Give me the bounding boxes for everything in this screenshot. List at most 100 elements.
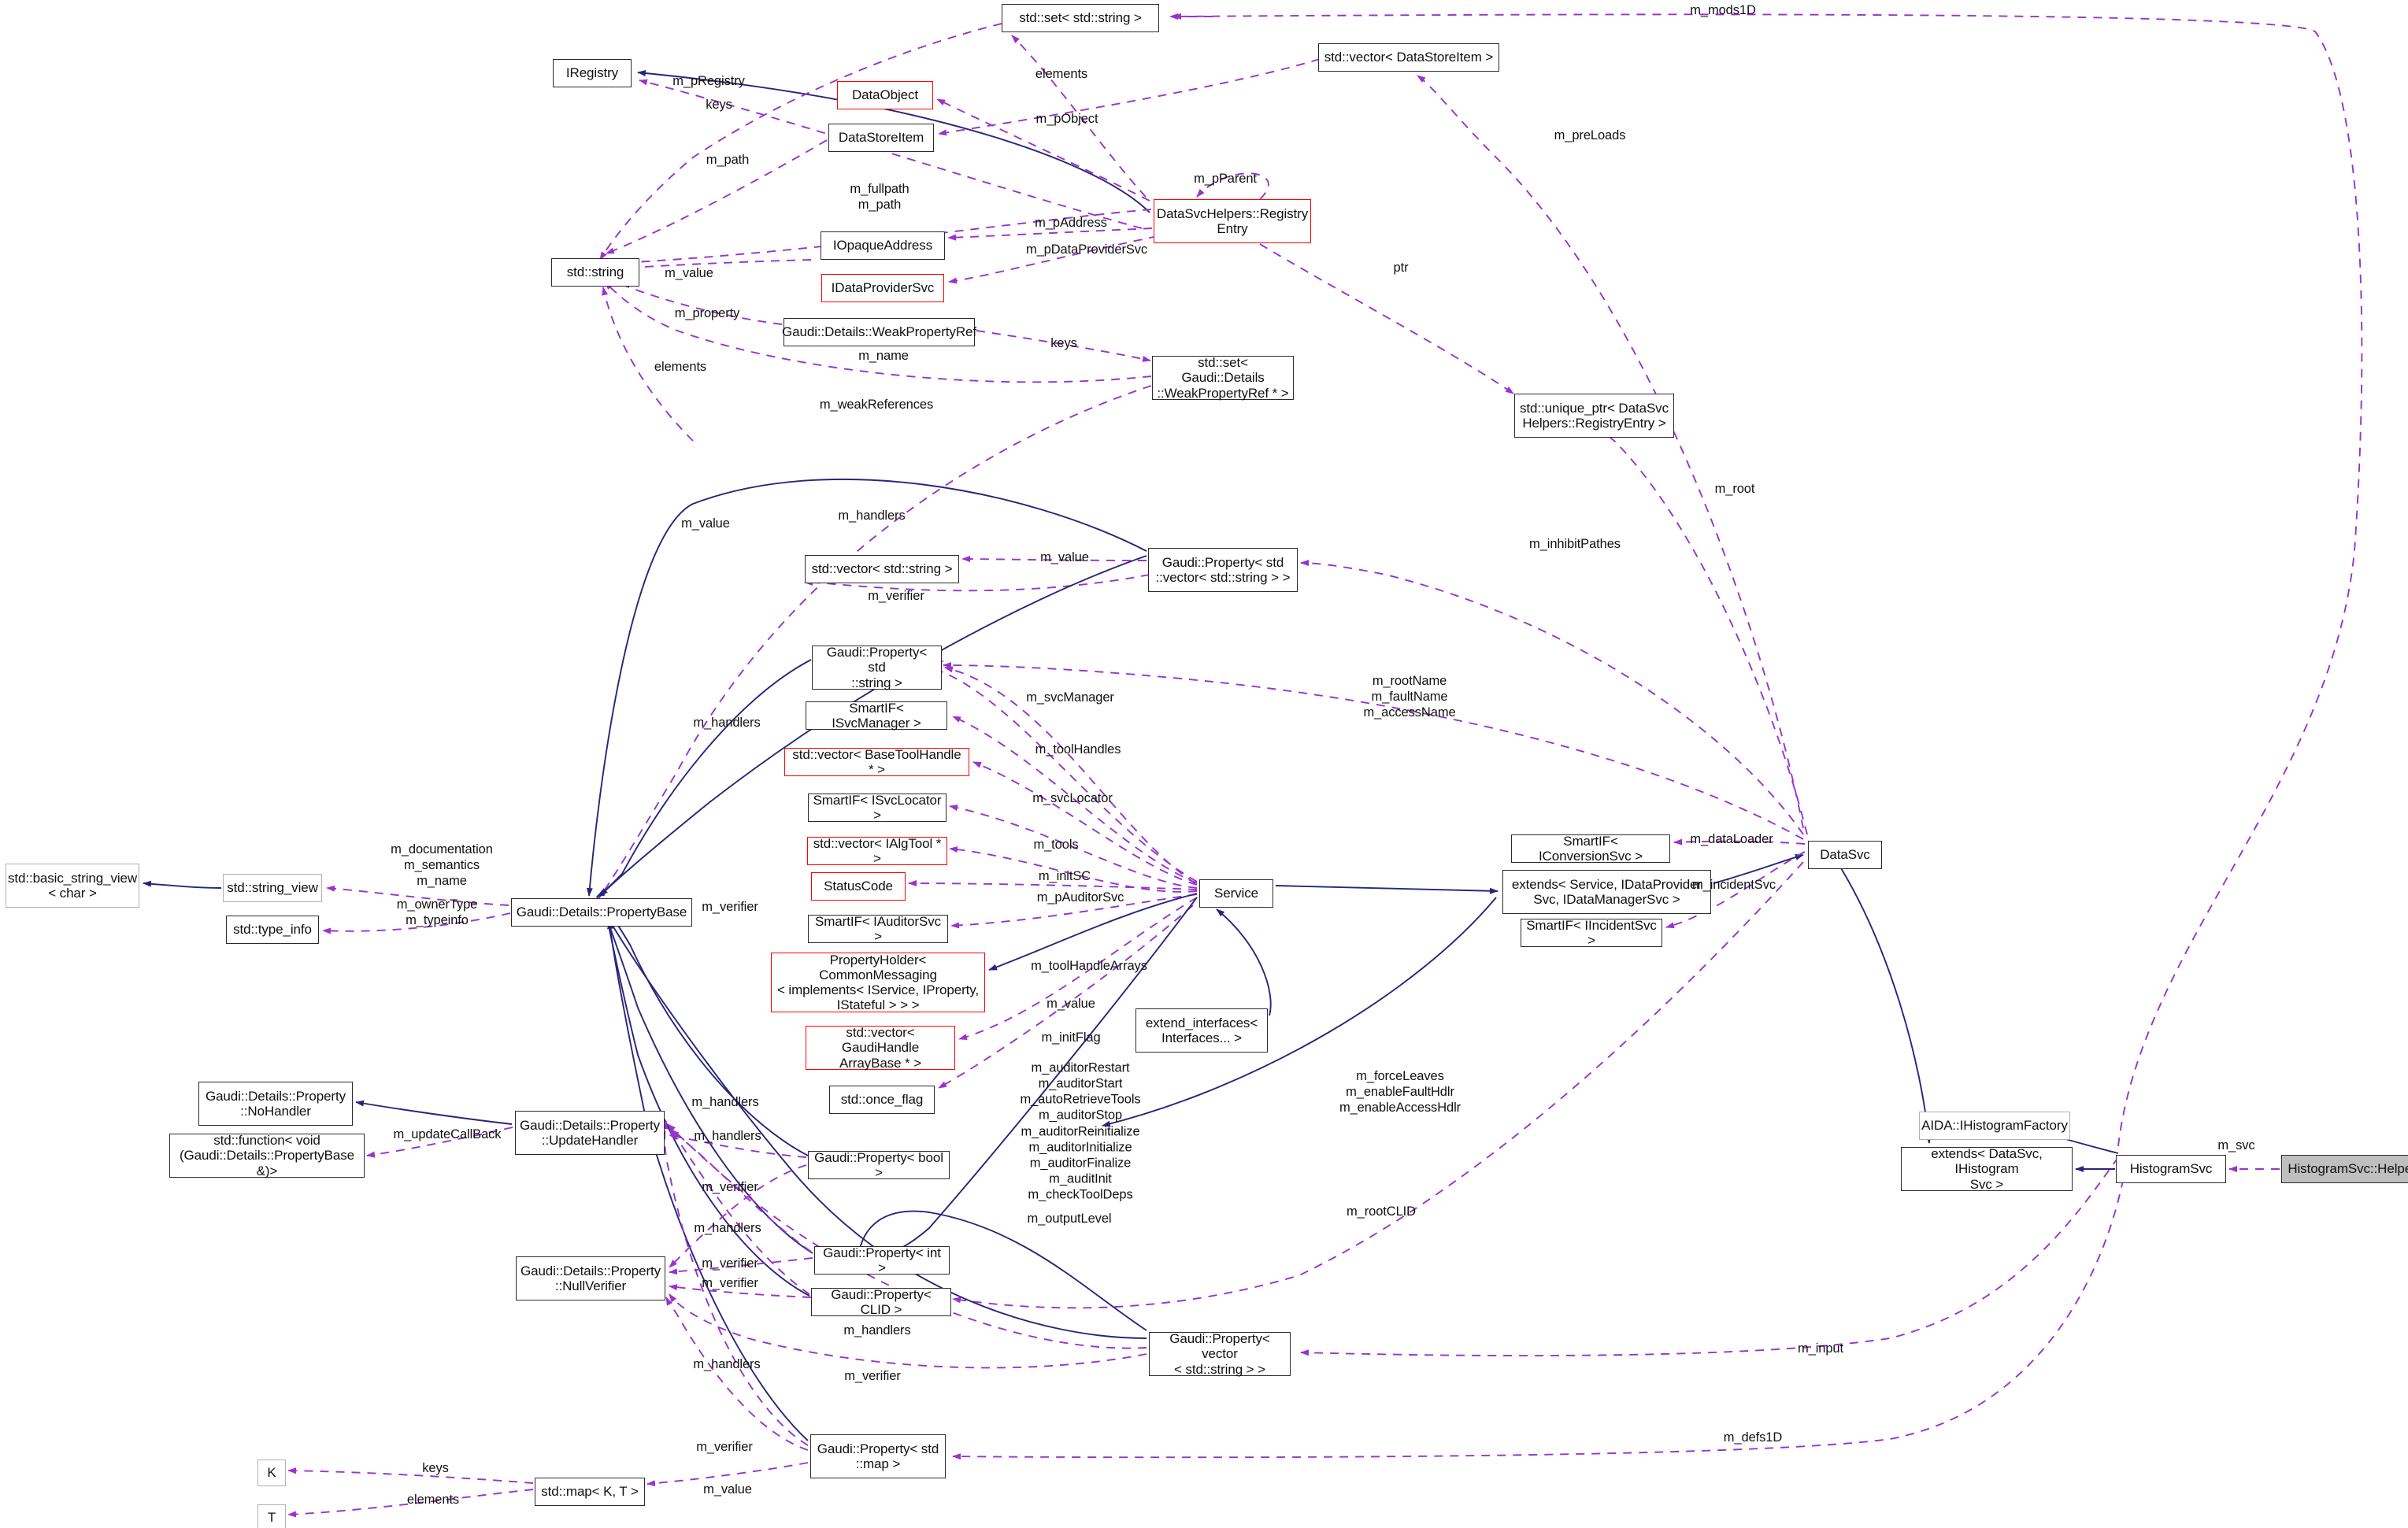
class-node-vec_ialgtool[interactable]: std::vector< IAlgTool * > xyxy=(807,836,947,866)
edge-label-initFlag: m_initFlag xyxy=(1041,1030,1101,1045)
class-node-nullverifier[interactable]: Gaudi::Details::Property ::NullVerifier xyxy=(516,1256,665,1300)
edge-label-documentation: m_documentation m_semantics m_name xyxy=(391,842,493,889)
edge-label-keys1: keys xyxy=(706,97,732,112)
class-node-iregistry[interactable]: IRegistry xyxy=(553,59,632,87)
class-node-updatehandler[interactable]: Gaudi::Details::Property ::UpdateHandler xyxy=(515,1111,665,1155)
class-node-T[interactable]: T xyxy=(257,1504,286,1528)
edge-label-verifier1: m_verifier xyxy=(868,588,924,603)
edge-label-path1: m_path xyxy=(706,152,750,167)
edge-label-handlers5: m_handlers xyxy=(694,1220,761,1235)
edge-label-pObject: m_pObject xyxy=(1035,111,1098,126)
edge-label-verifier7: m_verifier xyxy=(696,1439,753,1454)
edge-label-pDataProvSvc: m_pDataProviderSvc xyxy=(1025,242,1148,257)
class-node-iopaqueaddress[interactable]: IOpaqueAddress xyxy=(821,231,945,260)
class-node-extend_interfaces[interactable]: extend_interfaces< Interfaces... > xyxy=(1135,1008,1268,1053)
edge-label-pAddress: m_pAddress xyxy=(1035,215,1107,230)
class-node-smartif_isvcloc[interactable]: SmartIF< ISvcLocator > xyxy=(808,793,947,823)
edge-label-handlers7: m_handlers xyxy=(693,1356,761,1371)
edge-label-weakRefs: m_weakReferences xyxy=(819,397,934,412)
class-node-smartif_isvcmgr[interactable]: SmartIF< ISvcManager > xyxy=(806,701,947,731)
edge-label-toolHandleArr: m_toolHandleArrays xyxy=(1031,958,1147,973)
class-node-propertybase[interactable]: Gaudi::Details::PropertyBase xyxy=(511,898,692,927)
edge-label-ownerType: m_ownerType m_typeinfo xyxy=(396,897,478,927)
class-node-vec_gaudihandle[interactable]: std::vector< GaudiHandle ArrayBase * > xyxy=(806,1025,955,1071)
edge-label-elements2: elements xyxy=(654,359,707,374)
edge-label-value4: m_value xyxy=(1047,996,1095,1011)
class-node-extends_service[interactable]: extends< Service, IDataProvider Svc, IDa… xyxy=(1502,870,1711,914)
class-node-prop_string[interactable]: Gaudi::Property< std ::string > xyxy=(812,645,942,690)
class-node-weakpropertyref[interactable]: Gaudi::Details::WeakPropertyRef xyxy=(782,318,976,346)
class-node-histogramsvc_helper[interactable]: HistogramSvc::Helper xyxy=(2281,1155,2408,1183)
class-node-basic_string_view[interactable]: std::basic_string_view < char > xyxy=(6,864,139,908)
class-node-aida_ihistfactory[interactable]: AIDA::IHistogramFactory xyxy=(1919,1112,2070,1140)
class-node-type_info[interactable]: std::type_info xyxy=(226,916,319,944)
class-node-extends_datasvc[interactable]: extends< DataSvc, IHistogram Svc > xyxy=(1901,1146,2073,1192)
edge-label-handlers3: m_handlers xyxy=(691,1094,759,1109)
edge-label-svc: m_svc xyxy=(2217,1138,2255,1152)
class-node-prop_vector_string[interactable]: Gaudi::Property< vector < std::string > … xyxy=(1149,1331,1291,1377)
edge-label-value2: m_value xyxy=(681,516,730,531)
edge-label-forceLeaves: m_forceLeaves m_enableFaultHdlr m_enable… xyxy=(1339,1068,1461,1115)
edge-label-value1: m_value xyxy=(665,265,713,280)
class-node-datastoreitem[interactable]: DataStoreItem xyxy=(828,124,934,152)
class-node-K[interactable]: K xyxy=(257,1460,286,1486)
class-node-vec_string[interactable]: std::vector< std::string > xyxy=(805,555,959,583)
class-node-unique_registry[interactable]: std::unique_ptr< DataSvc Helpers::Regist… xyxy=(1514,394,1674,438)
class-node-map_kt[interactable]: std::map< K, T > xyxy=(535,1478,645,1506)
class-node-std_function[interactable]: std::function< void (Gaudi::Details::Pro… xyxy=(169,1133,365,1178)
edge-label-tools: m_tools xyxy=(1033,837,1079,852)
edge-label-incidentSvc: m_incidentSvc xyxy=(1692,877,1776,892)
edge-label-handlers6: m_handlers xyxy=(843,1323,911,1337)
edge-label-dataLoader: m_dataLoader xyxy=(1690,831,1773,846)
edge-label-keys2: keys xyxy=(1050,335,1077,350)
class-node-prop_vec_string[interactable]: Gaudi::Property< std ::vector< std::stri… xyxy=(1148,548,1298,592)
class-node-once_flag[interactable]: std::once_flag xyxy=(829,1086,935,1114)
class-node-prop_std_map[interactable]: Gaudi::Property< std ::map > xyxy=(810,1434,946,1478)
class-node-histogramsvc[interactable]: HistogramSvc xyxy=(2116,1155,2226,1183)
class-node-nohandler[interactable]: Gaudi::Details::Property ::NoHandler xyxy=(198,1082,353,1126)
class-node-service[interactable]: Service xyxy=(1199,879,1273,908)
edge-label-inhibitPathes: m_inhibitPathes xyxy=(1529,536,1621,551)
class-node-smartif_iauditor[interactable]: SmartIF< IAuditorSvc > xyxy=(808,914,948,944)
edge-label-verifier4: m_verifier xyxy=(702,1256,758,1271)
class-node-statuscode[interactable]: StatusCode xyxy=(811,872,906,901)
edge-label-rootCLID: m_rootCLID xyxy=(1347,1204,1416,1219)
edge-label-ptr: ptr xyxy=(1393,260,1409,275)
edge-label-fullpath: m_fullpath m_path xyxy=(850,181,909,212)
class-node-string_view[interactable]: std::string_view xyxy=(223,874,322,902)
edge-label-keys3: keys xyxy=(422,1460,449,1475)
edge-label-verifier3: m_verifier xyxy=(702,1179,758,1194)
edge-label-handlers1: m_handlers xyxy=(838,508,906,523)
class-node-vec_datastoreitem[interactable]: std::vector< DataStoreItem > xyxy=(1318,43,1499,72)
class-node-dataobject[interactable]: DataObject xyxy=(837,81,933,109)
edge-label-property: m_property xyxy=(674,305,740,320)
edge-label-svcManager: m_svcManager xyxy=(1026,690,1114,705)
edge-label-verifier5: m_verifier xyxy=(702,1275,758,1290)
class-node-set_weakref[interactable]: std::set< Gaudi::Details ::WeakPropertyR… xyxy=(1152,355,1294,401)
class-node-prop_bool[interactable]: Gaudi::Property< bool > xyxy=(808,1150,950,1180)
class-node-prop_clid[interactable]: Gaudi::Property< CLID > xyxy=(811,1287,951,1317)
class-node-vec_basetool[interactable]: std::vector< BaseToolHandle * > xyxy=(784,747,969,777)
class-node-smartif_iconv[interactable]: SmartIF< IConversionSvc > xyxy=(1511,834,1670,864)
edge-label-preLoads: m_preLoads xyxy=(1554,128,1626,142)
edge-label-outputLevel: m_outputLevel xyxy=(1027,1211,1112,1226)
class-node-propertyholder[interactable]: PropertyHolder< CommonMessaging < implem… xyxy=(771,953,985,1012)
class-node-prop_int[interactable]: Gaudi::Property< int > xyxy=(814,1245,950,1275)
class-node-datasvc[interactable]: DataSvc xyxy=(1808,841,1882,869)
edge-label-handlers4: m_handlers xyxy=(694,1128,761,1143)
class-node-stdstring[interactable]: std::string xyxy=(551,258,639,287)
edge-label-value5: m_value xyxy=(703,1482,752,1497)
class-node-registryentry[interactable]: DataSvcHelpers::Registry Entry xyxy=(1154,199,1311,243)
edge-label-input: m_input xyxy=(1797,1341,1844,1356)
edge-label-root: m_root xyxy=(1714,481,1755,496)
edge-label-svcLocator: m_svcLocator xyxy=(1032,790,1113,805)
edge-label-rootNames: m_rootName m_faultName m_accessName xyxy=(1363,673,1456,720)
edge-label-pParent: m_pParent xyxy=(1194,171,1257,186)
edge-label-verifier2: m_verifier xyxy=(702,899,758,914)
edge-label-initSC: m_initSC xyxy=(1038,868,1091,883)
edge-label-updateCallBack: m_updateCallBack xyxy=(393,1127,502,1141)
class-node-smartif_iincident[interactable]: SmartIF< IIncidentSvc > xyxy=(1521,918,1662,948)
class-node-idataprovidersvc[interactable]: IDataProviderSvc xyxy=(821,274,944,302)
class-node-set_string[interactable]: std::set< std::string > xyxy=(1002,4,1159,32)
